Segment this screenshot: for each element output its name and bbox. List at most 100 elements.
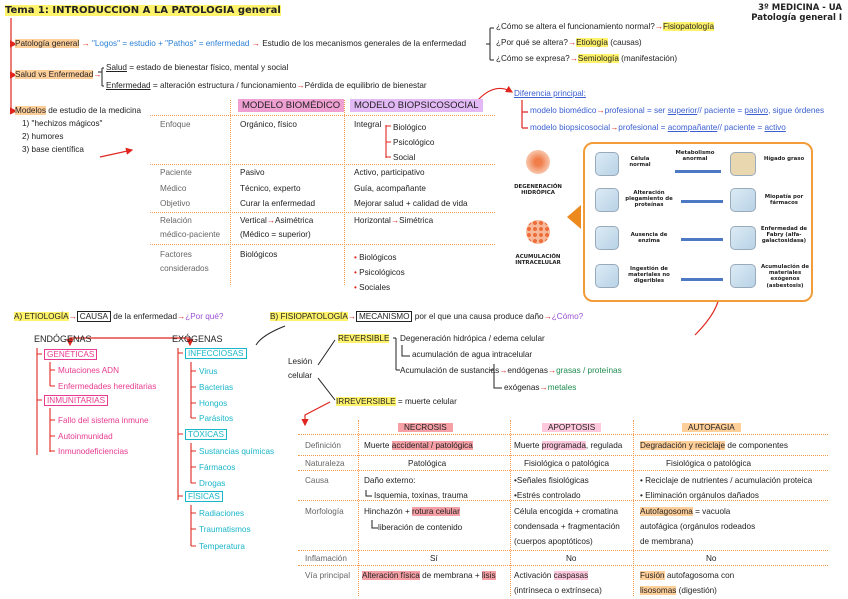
toxicas-item: Fármacos	[199, 463, 236, 472]
exogenas-label: EXÓGENAS	[172, 334, 223, 344]
necrosis-naturaleza: Patológica	[408, 459, 447, 468]
cell-image	[595, 264, 619, 288]
apoptosis-causa-2: •Estrés controlado	[514, 491, 581, 500]
paciente-biopsicosocial: Activo, participativo	[354, 168, 425, 177]
autofagia-causa-2: • Eliminación orgánulos dañados	[640, 491, 759, 500]
necrosis-inflamacion: Sí	[430, 554, 438, 563]
paciente-biomedico: Pasivo	[240, 168, 265, 177]
inmunitarias-item: Autoinmunidad	[58, 432, 113, 441]
necrosis-morfologia: Hinchazón + rotura celular	[364, 507, 460, 516]
geneticas-item: Enfermedades hereditarias	[58, 382, 157, 391]
cell-image	[595, 188, 619, 212]
cell-image	[595, 226, 619, 250]
table-divider	[633, 420, 634, 596]
pg-etymology: "Logos" = estudio + "Pathos" = enfermeda…	[91, 39, 250, 48]
figure-plegamiento: Alteración plegamiento de proteínas	[625, 190, 673, 209]
patologia-general-row: Patología general → "Logos" = estudio + …	[15, 39, 467, 48]
table-header-biomedico: MODELO BIOMÉDICO	[238, 99, 345, 112]
apoptosis-causa: •Señales fisiológicas	[514, 476, 589, 485]
header-necrosis: NECROSIS	[398, 423, 453, 433]
row-label-inflamacion: Inflamación	[305, 554, 347, 563]
figure-arrow	[681, 200, 723, 203]
figure-ingestion: Ingestión de materiales no digeribles	[628, 266, 670, 285]
modelos-list: 1) "hechizos mágicos" 2) humores 3) base…	[22, 117, 102, 156]
integral-item: Social	[393, 153, 416, 163]
reversible-item-2: Acumulación de sustancias→endógenas→gras…	[400, 366, 622, 375]
infecciosas-item: Virus	[199, 367, 218, 376]
table-divider	[510, 420, 511, 596]
fabry-image	[730, 226, 756, 250]
table-divider	[150, 164, 495, 165]
integral-item: Psicológico	[393, 138, 435, 148]
degeneracion-cell-icon	[526, 150, 550, 174]
table-divider	[358, 420, 359, 596]
apoptosis-inflamacion: No	[566, 554, 577, 563]
apoptosis-naturaleza: Fisiológica o patológica	[524, 459, 610, 468]
table-divider	[298, 565, 828, 566]
lesion-celular-label: Lesión celular	[288, 357, 313, 380]
toxicas-label: TÓXICAS	[185, 429, 227, 440]
diferencia-line-2: modelo biopsicosocial→profesional = acom…	[530, 123, 786, 132]
table-header-biopsicosocial: MODELO BIOPSICOSOCIAL	[350, 99, 483, 112]
etiologia-question: ¿Por qué?	[185, 312, 224, 321]
cell-normal-image	[595, 152, 619, 176]
necrosis-morfologia-2: liberación de contenido	[378, 523, 463, 532]
question-2: ¿Por qué se altera?→Etiología (causas)	[496, 38, 642, 47]
modelo-item-3: 3) base científica	[22, 145, 84, 155]
row-label-paciente: Paciente	[160, 168, 192, 177]
mecanismo-box: MECANISMO	[355, 311, 413, 322]
table-divider	[344, 100, 345, 285]
course-line-2: Patología general I	[751, 13, 842, 24]
figure-panel: Célula normal Metabolismo anormal Hígado…	[583, 142, 813, 302]
autofagia-definicion: Degradación y reciclaje de componentes	[640, 441, 788, 450]
fisicas-item: Traumatismos	[199, 525, 251, 534]
table-divider	[298, 455, 828, 456]
row-label-enfoque: Enfoque	[160, 120, 191, 129]
fisicas-item: Radiaciones	[199, 509, 245, 518]
row-label-causa: Causa	[305, 476, 329, 485]
infecciosas-item: Parásitos	[199, 414, 234, 423]
apoptosis-morfologia-2: condensada + fragmentación	[514, 522, 620, 531]
row-label-morfologia: Morfología	[305, 507, 344, 516]
autofagia-inflamacion: No	[706, 554, 717, 563]
fisiopatologia-label: B) FISIOPATOLOGÍA	[270, 312, 348, 321]
necrosis-causa: Daño externo:	[364, 476, 416, 485]
reversible-item-1-sub: acumulación de agua intracelular	[412, 350, 533, 359]
autofagia-via-2: lisosomas (digestión)	[640, 586, 717, 595]
row-label-naturaleza: Naturaleza	[305, 459, 345, 468]
fisicas-item: Temperatura	[199, 542, 245, 551]
table-divider	[298, 470, 828, 471]
etiologia-row: A) ETIOLOGÍA→CAUSA de la enfermedad→¿Por…	[14, 311, 224, 322]
relacion-biomedico-note: (Médico = superior)	[240, 230, 311, 239]
miopatia-image	[730, 188, 756, 212]
figure-higado-graso: Hígado graso	[763, 156, 805, 162]
autofagia-causa: • Reciclaje de nutrientes / acumulación …	[640, 476, 813, 485]
factores-biopsicosocial: • Biológicos • Psicológicos • Sociales	[354, 253, 405, 293]
course-line-1: 3º MEDICINA - UA	[758, 3, 842, 13]
toxicas-item: Drogas	[199, 479, 226, 488]
etiologia-label: A) ETIOLOGÍA	[14, 312, 69, 321]
integral-item: Biológico	[393, 123, 427, 132]
enfoque-biopsicosocial: Integral	[354, 120, 382, 129]
autofagia-morfologia-3: de membrana)	[640, 537, 694, 546]
geneticas-label: GENÉTICAS	[44, 349, 98, 360]
figure-label-acumulacion: ACUMULACIÓN INTRACELULAR	[515, 254, 561, 267]
apoptosis-morfologia: Célula encogida + cromatina	[514, 507, 618, 516]
patologia-general-label: Patología general	[15, 39, 80, 48]
table-divider	[150, 115, 495, 116]
orange-arrow-icon	[567, 205, 581, 229]
question-1: ¿Cómo se altera el funcionamiento normal…	[496, 22, 714, 31]
inmunitarias-item: Inmunodeficiencias	[58, 447, 129, 456]
relacion-biomedico: Vertical→Asimétrica	[240, 216, 314, 225]
row-label-relacion-2: médico-paciente	[160, 230, 221, 239]
asbestosis-image	[730, 264, 756, 288]
diferencia-title: Diferencia principal:	[514, 89, 586, 98]
necrosis-causa-2: Isquemia, toxinas, trauma	[374, 491, 468, 500]
row-label-medico: Médico	[160, 184, 187, 193]
objetivo-biopsicosocial: Mejorar salud + calidad de vida	[354, 199, 468, 208]
row-label-objetivo: Objetivo	[160, 199, 191, 208]
course-label: 3º MEDICINA - UA Patología general I	[751, 3, 842, 23]
figure-arrow	[681, 278, 723, 281]
modelo-item-2: 2) humores	[22, 132, 64, 142]
medico-biopsicosocial: Guía, acompañante	[354, 184, 426, 193]
